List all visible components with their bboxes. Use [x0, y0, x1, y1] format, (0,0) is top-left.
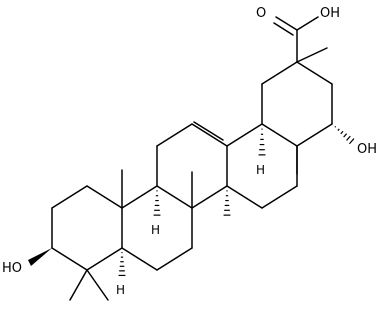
ring-b: H	[121, 185, 193, 271]
bond-c18-c17	[261, 123, 298, 147]
ring-a-hydroxyl-label: HO	[2, 261, 22, 276]
bond-c21-c20	[296, 61, 333, 85]
bond-c9-c10	[121, 185, 158, 209]
hash-stroke	[340, 130, 344, 135]
ring-e: OH	[261, 47, 377, 175]
hashed-bond-c9-h	[153, 190, 161, 216]
bond-c18-c13	[226, 123, 263, 147]
bond-c6-c5	[121, 247, 158, 271]
hashed-bond-c5-h	[118, 251, 126, 277]
acid-hydroxyl-label: OH	[320, 6, 340, 21]
hash-stroke	[349, 138, 355, 145]
hash-stroke	[337, 128, 340, 131]
h-c18-label: H	[256, 163, 265, 177]
bond-c20-c19	[261, 61, 298, 85]
bond-c1-c2	[51, 185, 88, 209]
bond-c13-c12-double-b	[193, 121, 224, 141]
bond-c20-methyl	[296, 47, 328, 63]
bond-c12-c11	[156, 123, 193, 147]
hash-stroke	[346, 135, 351, 141]
hashed-bond-c22-oh	[334, 126, 355, 145]
ring-d: H	[226, 123, 298, 209]
ring-c	[156, 121, 231, 216]
hashed-bond-c14-methyl	[223, 190, 231, 216]
hash-stroke	[343, 133, 348, 138]
h-c5-label: H	[116, 283, 125, 297]
wedge-bond-c3-oh	[28, 248, 52, 266]
bond-c15-c14	[226, 185, 263, 209]
bond-c29-o-double-a	[275, 16, 298, 31]
bond-c4-methyl-b	[86, 269, 109, 301]
h-c9-label: H	[151, 223, 160, 237]
bond-c29-oh	[296, 16, 319, 31]
ring-e-hydroxyl-label: OH	[357, 142, 377, 157]
bond-c4-methyl-a	[69, 269, 88, 301]
bond-c3-c4	[51, 247, 88, 271]
bond-c7-c6	[156, 247, 193, 271]
hashed-bond-c18-h	[258, 128, 266, 156]
bond-c9-c8	[156, 185, 193, 209]
bond-c4-c5	[86, 247, 123, 271]
carboxylic-acid-group: O OH	[256, 6, 340, 63]
bond-c10-c1	[86, 185, 123, 209]
ring-a: H HO	[2, 169, 126, 301]
bond-c13-c12-double-a	[191, 123, 228, 147]
bond-c29-o-double-b	[273, 22, 294, 36]
carbonyl-oxygen-label: O	[256, 6, 266, 21]
bond-c8-c14	[191, 185, 228, 209]
bond-c17-c22	[296, 123, 333, 147]
hash-stroke	[334, 126, 337, 128]
bond-c16-c15	[261, 185, 298, 209]
